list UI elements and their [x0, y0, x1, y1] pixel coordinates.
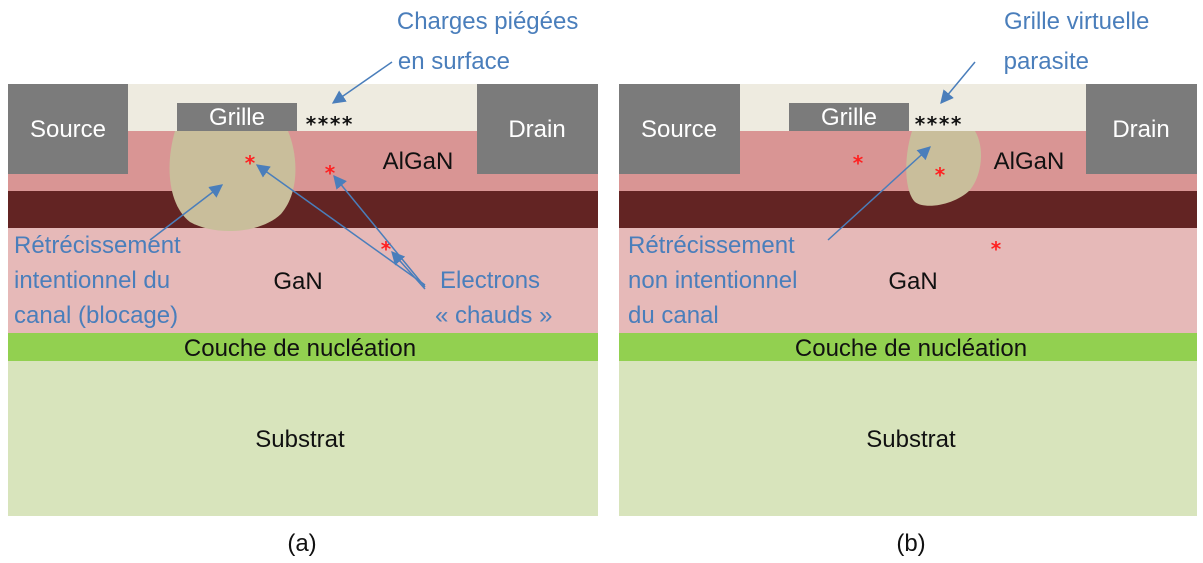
- substrate-layer: [8, 361, 598, 516]
- drain-label: Drain: [508, 116, 565, 143]
- callout-line: en surface: [398, 48, 510, 75]
- drain-contact: [1086, 84, 1197, 174]
- hot-electron-mark: *: [381, 237, 392, 261]
- nucleation-label: Couche de nucléation: [795, 335, 1027, 362]
- source-contact: [619, 84, 740, 174]
- hot-electron-mark: *: [245, 151, 256, 175]
- callout-line: canal (blocage): [14, 302, 178, 329]
- depletion-region: [169, 131, 296, 232]
- hot-electron-mark: *: [991, 237, 1002, 261]
- callout-line: « chauds »: [435, 302, 552, 329]
- surface-charges: ****: [914, 112, 962, 136]
- source-label: Source: [30, 116, 106, 143]
- gan-layer: [619, 228, 1197, 333]
- gan-layer: [8, 228, 598, 333]
- callout-channel-narrowing: Rétrécissement intentionnel du canal (bl…: [14, 232, 187, 329]
- gate-contact: [789, 103, 909, 131]
- drain-contact: [477, 84, 598, 174]
- arrow-virtual-gate: [940, 61, 976, 105]
- drain-label: Drain: [1112, 116, 1169, 143]
- nucleation-layer: [8, 333, 598, 361]
- callout-line: Grille virtuelle: [1004, 8, 1149, 35]
- surface-charges: ****: [305, 112, 353, 136]
- callout-line: intentionnel du: [14, 267, 170, 294]
- callout-line: Rétrécissement: [14, 232, 181, 259]
- callout-line: Charges piégées: [397, 8, 578, 35]
- gan-label: GaN: [888, 268, 937, 295]
- arrow-hot-electron: [333, 174, 426, 288]
- caption-a: (a): [287, 530, 316, 557]
- gate-label: Grille: [209, 104, 265, 131]
- gate-contact: [177, 103, 297, 131]
- callout-hot-electrons: Electrons « chauds »: [435, 267, 552, 329]
- arrow-depletion: [149, 184, 224, 241]
- arrow-surface-charges: [331, 61, 393, 104]
- substrate-label: Substrat: [255, 426, 345, 453]
- substrate-label: Substrat: [866, 426, 956, 453]
- hot-electron-mark: *: [325, 161, 336, 185]
- callout-surface-charges: Charges piégées en surface: [397, 8, 585, 75]
- callout-line: Rétrécissement: [628, 232, 795, 259]
- gan-label: GaN: [273, 268, 322, 295]
- nucleation-layer: [619, 333, 1197, 361]
- callout-line: Electrons: [440, 267, 540, 294]
- algan-label: AlGaN: [994, 148, 1065, 175]
- panel-b: Source Drain Grille AlGaN GaN Couche de …: [619, 8, 1197, 557]
- hot-electron-mark: *: [935, 163, 946, 187]
- arrow-hot-electron: [391, 250, 426, 290]
- callout-virtual-gate: Grille virtuelle parasite: [1004, 8, 1156, 75]
- channel-2deg-layer: [8, 191, 598, 228]
- callout-channel-narrowing: Rétrécissement non intentionnel du canal: [628, 232, 804, 329]
- source-contact: [8, 84, 128, 174]
- nucleation-label: Couche de nucléation: [184, 335, 416, 362]
- source-label: Source: [641, 116, 717, 143]
- callout-line: du canal: [628, 302, 719, 329]
- gate-label: Grille: [821, 104, 877, 131]
- callout-line: parasite: [1004, 48, 1089, 75]
- callout-line: non intentionnel: [628, 267, 797, 294]
- arrow-channel-narrowing: [827, 146, 931, 241]
- caption-b: (b): [896, 530, 925, 557]
- substrate-layer: [619, 361, 1197, 516]
- algan-label: AlGaN: [383, 148, 454, 175]
- hot-electron-mark: *: [853, 151, 864, 175]
- channel-2deg-layer: [619, 191, 1197, 228]
- panel-a: Source Drain Grille AlGaN GaN Couche de …: [8, 8, 598, 557]
